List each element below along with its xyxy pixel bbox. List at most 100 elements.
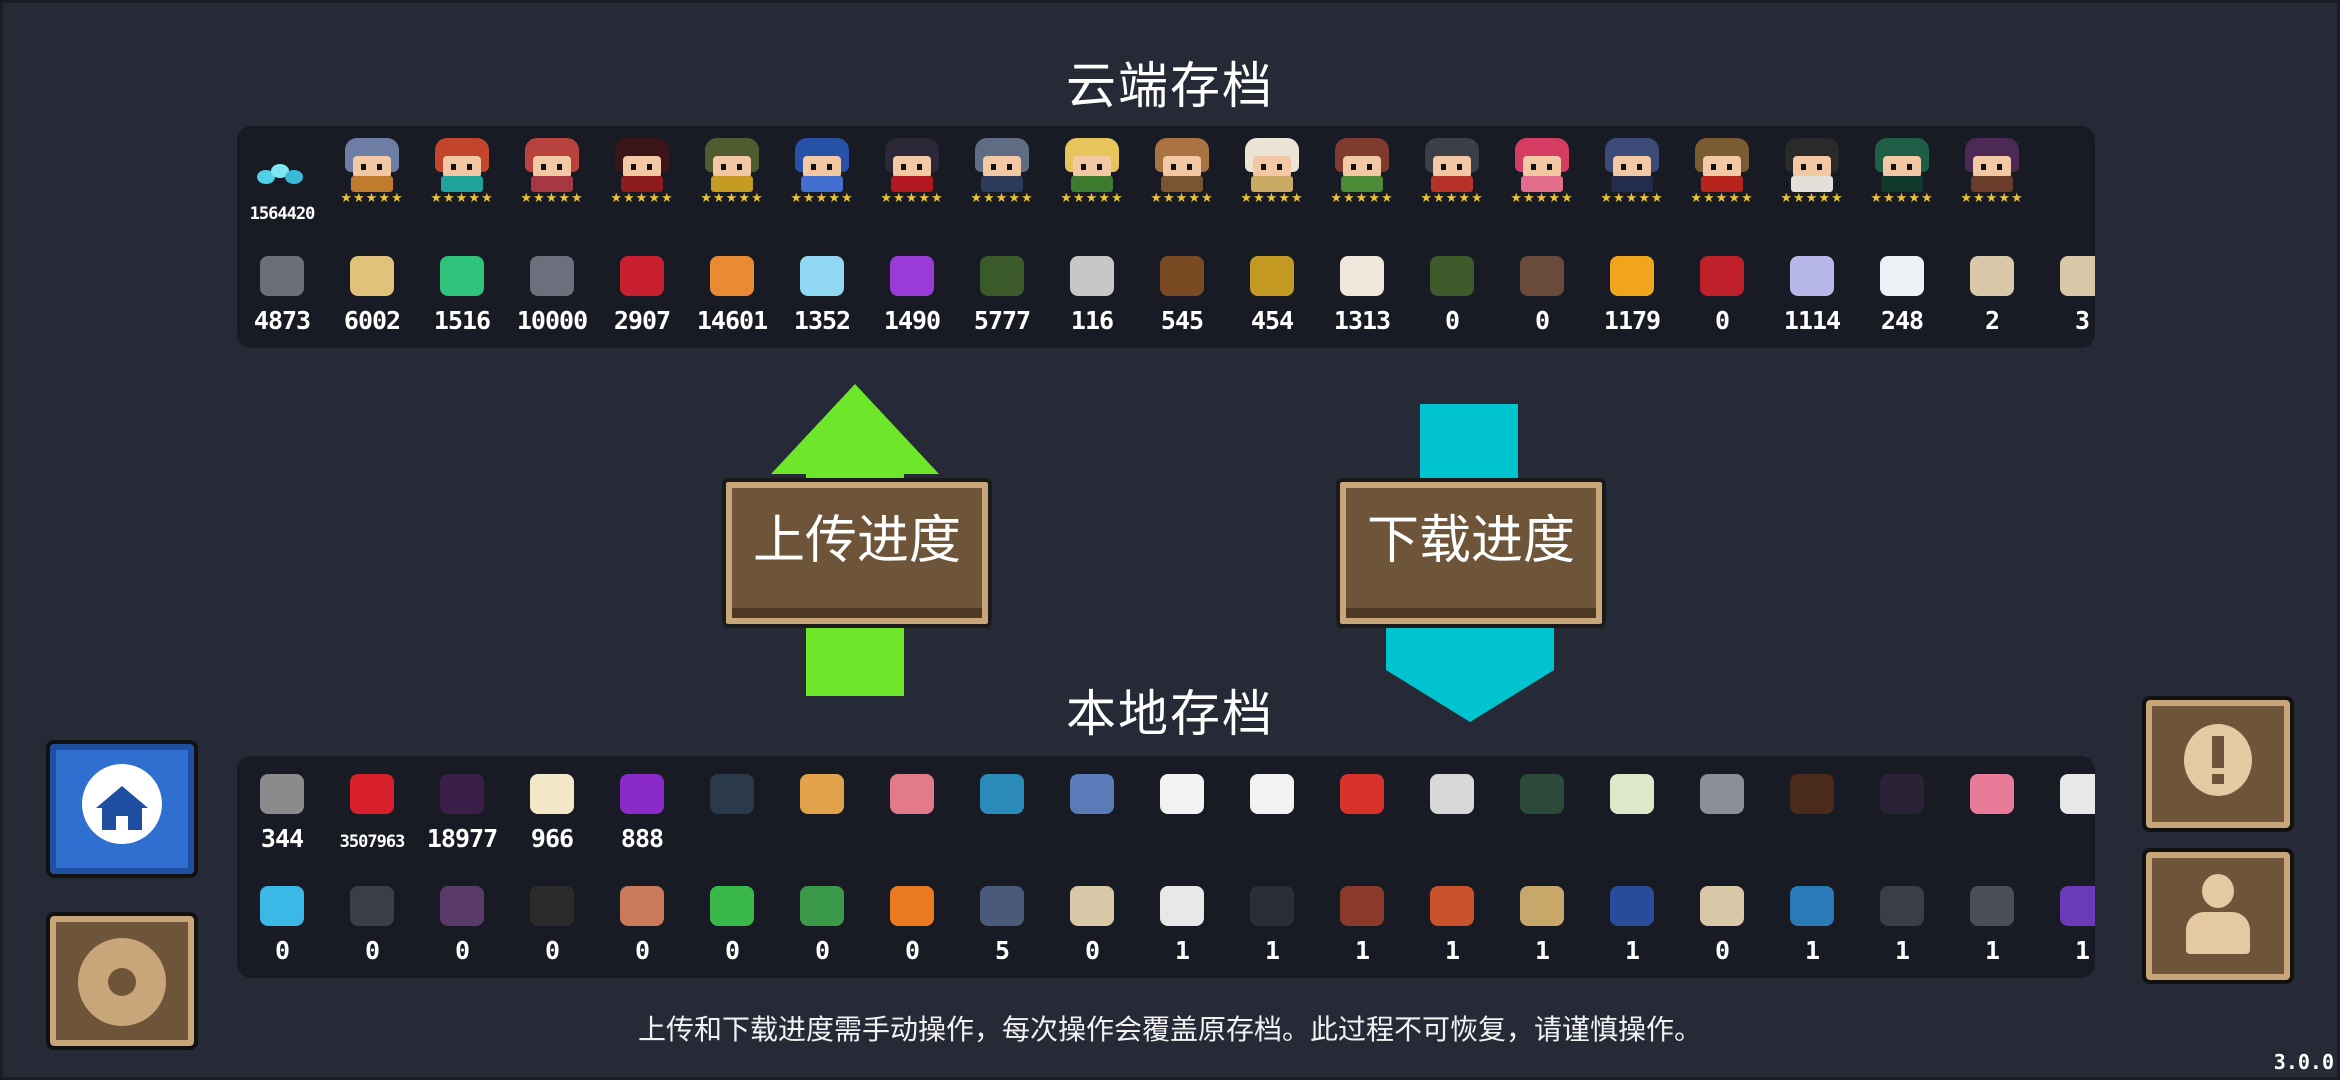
local-material-slot[interactable]: 1 [2037,876,2095,966]
character-slot[interactable]: ★★★★★ [1857,136,1947,226]
local-material-slot[interactable]: 0 [687,876,777,966]
local-item-slot[interactable]: 966 [507,764,597,854]
local-item-slot[interactable]: 344 [237,764,327,854]
local-material-slot[interactable]: 0 [507,876,597,966]
local-item-slot[interactable] [777,764,867,854]
character-slot[interactable]: ★★★★★ [1587,136,1677,226]
astronaut-icon [1340,774,1384,814]
cloud-material-slot[interactable]: 116 [1047,246,1137,336]
cloud-material-slot[interactable]: 2 [1947,246,2037,336]
local-item-slot[interactable] [1227,764,1317,854]
upload-progress-button[interactable]: 上传进度 [722,478,992,628]
local-item-slot[interactable] [1677,764,1767,854]
character-slot[interactable]: ★★★★★ [1497,136,1587,226]
portrait-icon [440,886,484,926]
character-slot[interactable]: ★★★★★ [417,136,507,226]
local-material-slot[interactable]: 0 [1047,876,1137,966]
local-material-slot[interactable]: 0 [777,876,867,966]
rarity-stars: ★★★★★ [1780,191,1844,206]
local-material-count: 0 [814,936,830,965]
local-material-slot[interactable]: 1 [1497,876,1587,966]
character-slot[interactable]: ★★★★★ [867,136,957,226]
character-slot[interactable]: ★★★★★ [1227,136,1317,226]
character-slot[interactable]: ★★★★★ [957,136,1047,226]
local-material-slot[interactable]: 0 [867,876,957,966]
local-item-slot[interactable]: 18977 [417,764,507,854]
local-material-slot[interactable]: 1 [1767,876,1857,966]
local-material-slot[interactable]: 0 [237,876,327,966]
character-slot[interactable]: ★★★★★ [777,136,867,226]
character-slot[interactable]: ★★★★★ [1047,136,1137,226]
cloud-material-slot[interactable]: 0 [1497,246,1587,336]
character-slot[interactable]: ★★★★★ [1947,136,2037,226]
cloud-material-slot[interactable]: 6002 [327,246,417,336]
local-item-slot[interactable]: 888 [597,764,687,854]
local-material-slot[interactable]: 1 [1947,876,2037,966]
character-slot[interactable]: ★★★★★ [1407,136,1497,226]
account-button[interactable] [2142,848,2294,984]
character-slot[interactable]: ★★★★★ [597,136,687,226]
local-item-slot[interactable] [1047,764,1137,854]
local-item-slot[interactable] [1857,764,1947,854]
local-item-slot[interactable] [1497,764,1587,854]
local-material-slot[interactable]: 1 [1857,876,1947,966]
character-slot[interactable]: ★★★★★ [1317,136,1407,226]
local-item-slot[interactable]: 3507963 [327,764,417,854]
character-eye [917,164,922,170]
cloud-material-slot[interactable]: 4873 [237,246,327,336]
character-slot[interactable]: ★★★★★ [327,136,417,226]
local-material-slot[interactable]: 5 [957,876,1047,966]
cloud-material-slot[interactable]: 454 [1227,246,1317,336]
cloud-material-slot[interactable]: 10000 [507,246,597,336]
local-material-slot[interactable]: 1 [1407,876,1497,966]
download-progress-button[interactable]: 下载进度 [1336,478,1606,628]
character-slot[interactable]: ★★★★★ [507,136,597,226]
notice-button[interactable] [2142,696,2294,832]
character-slot[interactable]: ★★★★★ [1677,136,1767,226]
cloud-material-slot[interactable]: 5777 [957,246,1047,336]
local-material-slot[interactable]: 1 [1227,876,1317,966]
local-material-slot[interactable]: 0 [597,876,687,966]
local-material-slot[interactable]: 1 [1587,876,1677,966]
local-material-slot[interactable]: 0 [1677,876,1767,966]
cloud-material-slot[interactable]: 1114 [1767,246,1857,336]
local-material-slot[interactable]: 1 [1317,876,1407,966]
local-item-slot[interactable] [1947,764,2037,854]
cloud-material-slot[interactable]: 1313 [1317,246,1407,336]
character-slot[interactable]: ★★★★★ [687,136,777,226]
local-item-slot[interactable] [957,764,1047,854]
cloud-material-slot[interactable]: 1516 [417,246,507,336]
cloud-material-slot[interactable]: 2907 [597,246,687,336]
cloud-material-slot[interactable]: 3 [2037,246,2095,336]
cloud-material-slot[interactable]: 545 [1137,246,1227,336]
character-body [1791,176,1833,192]
garden-logo-button[interactable] [46,740,198,878]
character-eye [811,164,816,170]
local-item-slot[interactable] [1317,764,1407,854]
local-item-slot[interactable] [1587,764,1677,854]
cloud-material-slot[interactable]: 248 [1857,246,1947,336]
local-item-slot[interactable] [1137,764,1227,854]
local-item-slot[interactable] [687,764,777,854]
cloud-material-count: 1516 [433,306,491,335]
local-material-slot[interactable]: 0 [417,876,507,966]
local-item-slot[interactable] [2037,764,2095,854]
cloud-material-slot[interactable]: 0 [1407,246,1497,336]
rarity-stars: ★★★★★ [1060,191,1124,206]
character-slot[interactable]: ★★★★★ [1767,136,1857,226]
cloud-material-slot[interactable]: 0 [1677,246,1767,336]
settings-button[interactable] [46,912,198,1050]
local-material-slot[interactable]: 0 [327,876,417,966]
cloud-save-panel[interactable]: 1564420 ★★★★★★★★★★★★★★★★★★★★★★★★★★★★★★★★… [237,126,2095,348]
local-item-slot[interactable] [1407,764,1497,854]
cloud-material-slot[interactable]: 1179 [1587,246,1677,336]
cloud-material-slot[interactable]: 14601 [687,246,777,336]
local-item-slot[interactable] [867,764,957,854]
local-material-slot[interactable]: 1 [1137,876,1227,966]
character-slot[interactable]: ★★★★★ [1137,136,1227,226]
cloud-material-slot[interactable]: 1352 [777,246,867,336]
cloud-material-slot[interactable]: 1490 [867,246,957,336]
local-item-slot[interactable] [1767,764,1857,854]
gems-icon [257,164,307,186]
